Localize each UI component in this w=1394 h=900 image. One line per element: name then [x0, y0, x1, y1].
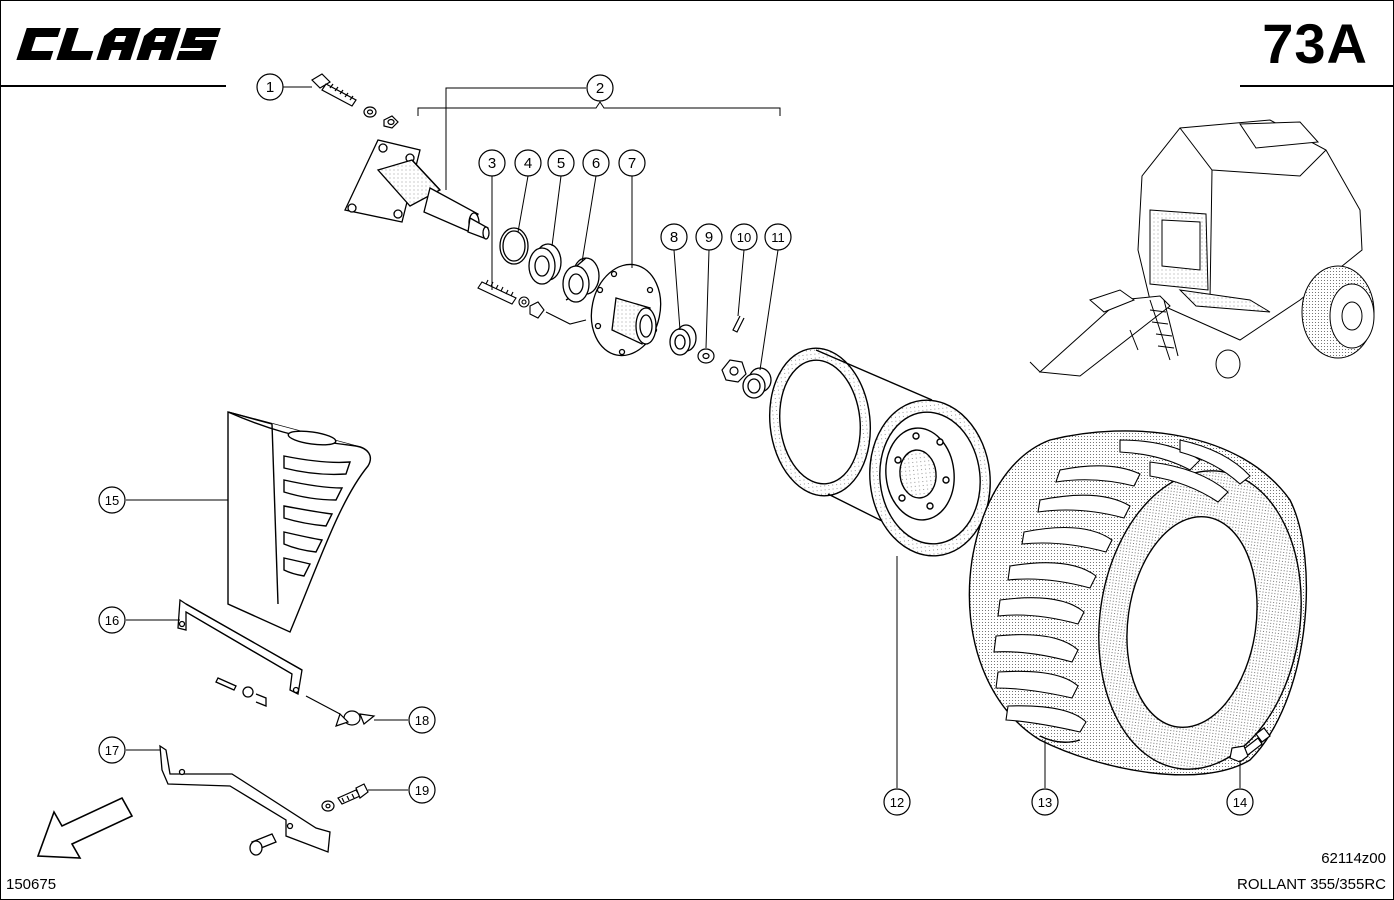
part-1-bolt	[311, 73, 399, 129]
callout-label: 2	[596, 80, 604, 97]
callout-circle	[514, 149, 542, 177]
part-11-hub-cap	[742, 367, 772, 399]
callout-label: 16	[105, 613, 119, 628]
callout-16: 16	[98, 606, 126, 634]
callout-label: 14	[1233, 795, 1247, 810]
callout-circle	[98, 606, 126, 634]
part-9-washer	[697, 348, 715, 364]
callout-14: 14	[1226, 788, 1254, 816]
callout-circle	[256, 73, 284, 101]
part-15-mudguard	[227, 411, 372, 633]
callout-circle	[1031, 788, 1059, 816]
group-bracket	[417, 101, 781, 116]
callout-circle	[98, 736, 126, 764]
part-5-seal	[528, 243, 562, 285]
callout-circle	[408, 706, 436, 734]
model-name: ROLLANT 355/355RC	[1237, 876, 1386, 893]
callout-circle	[478, 149, 506, 177]
callout-label: 9	[705, 229, 713, 246]
callout-circle	[883, 788, 911, 816]
callout-label: 17	[105, 743, 119, 758]
callout-label: 19	[415, 783, 429, 798]
part-18-wing-nut	[305, 695, 376, 727]
callout-circle	[618, 149, 646, 177]
callout-label: 3	[488, 155, 496, 172]
part-4-o-ring	[499, 227, 529, 265]
callout-label: 5	[557, 155, 565, 172]
callout-circle	[660, 223, 688, 251]
callout-6: 6	[582, 149, 610, 177]
callout-label: 1	[266, 79, 274, 96]
callout-label: 10	[737, 230, 751, 245]
part-13-tyre	[968, 430, 1307, 776]
callout-19: 19	[408, 776, 436, 804]
leader-lines	[126, 86, 1241, 791]
callout-3: 3	[478, 149, 506, 177]
drawing-number: 150675	[6, 876, 57, 893]
front-direction-arrow-icon	[36, 796, 134, 859]
part-3-stud	[477, 279, 587, 325]
callout-label: 8	[670, 229, 678, 246]
callout-circle	[730, 223, 758, 251]
callout-label: 18	[415, 713, 429, 728]
callout-1: 1	[256, 73, 284, 101]
part-17-stay	[159, 744, 331, 856]
part-10-split-pin	[721, 315, 747, 383]
callout-label: 11	[771, 230, 785, 245]
callout-circle	[582, 149, 610, 177]
callout-8: 8	[660, 223, 688, 251]
part-14-wheel-bolt	[1229, 727, 1271, 763]
callout-circle	[586, 74, 614, 102]
callout-17: 17	[98, 736, 126, 764]
callout-5: 5	[547, 149, 575, 177]
callout-label: 13	[1038, 795, 1052, 810]
callout-label: 4	[524, 155, 532, 172]
callout-circle	[695, 223, 723, 251]
sheet-number: 73A	[1262, 12, 1368, 75]
callout-12: 12	[883, 788, 911, 816]
callout-10: 10	[730, 223, 758, 251]
part-12-wheel-rim	[768, 347, 991, 557]
round-baler-thumbnail	[1029, 119, 1375, 379]
callout-15: 15	[98, 486, 126, 514]
part-2-stub-axle	[344, 139, 490, 240]
part-8-bearing	[669, 324, 697, 356]
callout-circle	[547, 149, 575, 177]
figure-code: 62114z00	[1321, 850, 1386, 867]
part-19-bolt	[321, 783, 369, 812]
callout-11: 11	[764, 223, 792, 251]
callout-label: 15	[105, 493, 119, 508]
callout-4: 4	[514, 149, 542, 177]
callout-circle	[408, 776, 436, 804]
callout-label: 6	[592, 155, 600, 172]
part-6-bearing	[562, 257, 600, 303]
callout-18: 18	[408, 706, 436, 734]
callout-circle	[1226, 788, 1254, 816]
callout-7: 7	[618, 149, 646, 177]
callout-circle	[98, 486, 126, 514]
callout-2: 2	[586, 74, 614, 102]
callout-13: 13	[1031, 788, 1059, 816]
callout-circle	[764, 223, 792, 251]
callout-label: 7	[628, 155, 636, 172]
callout-9: 9	[695, 223, 723, 251]
part-7-hub	[590, 263, 662, 357]
claas-logo	[16, 28, 221, 60]
part-16-bracket	[177, 598, 303, 707]
callout-label: 12	[890, 795, 904, 810]
